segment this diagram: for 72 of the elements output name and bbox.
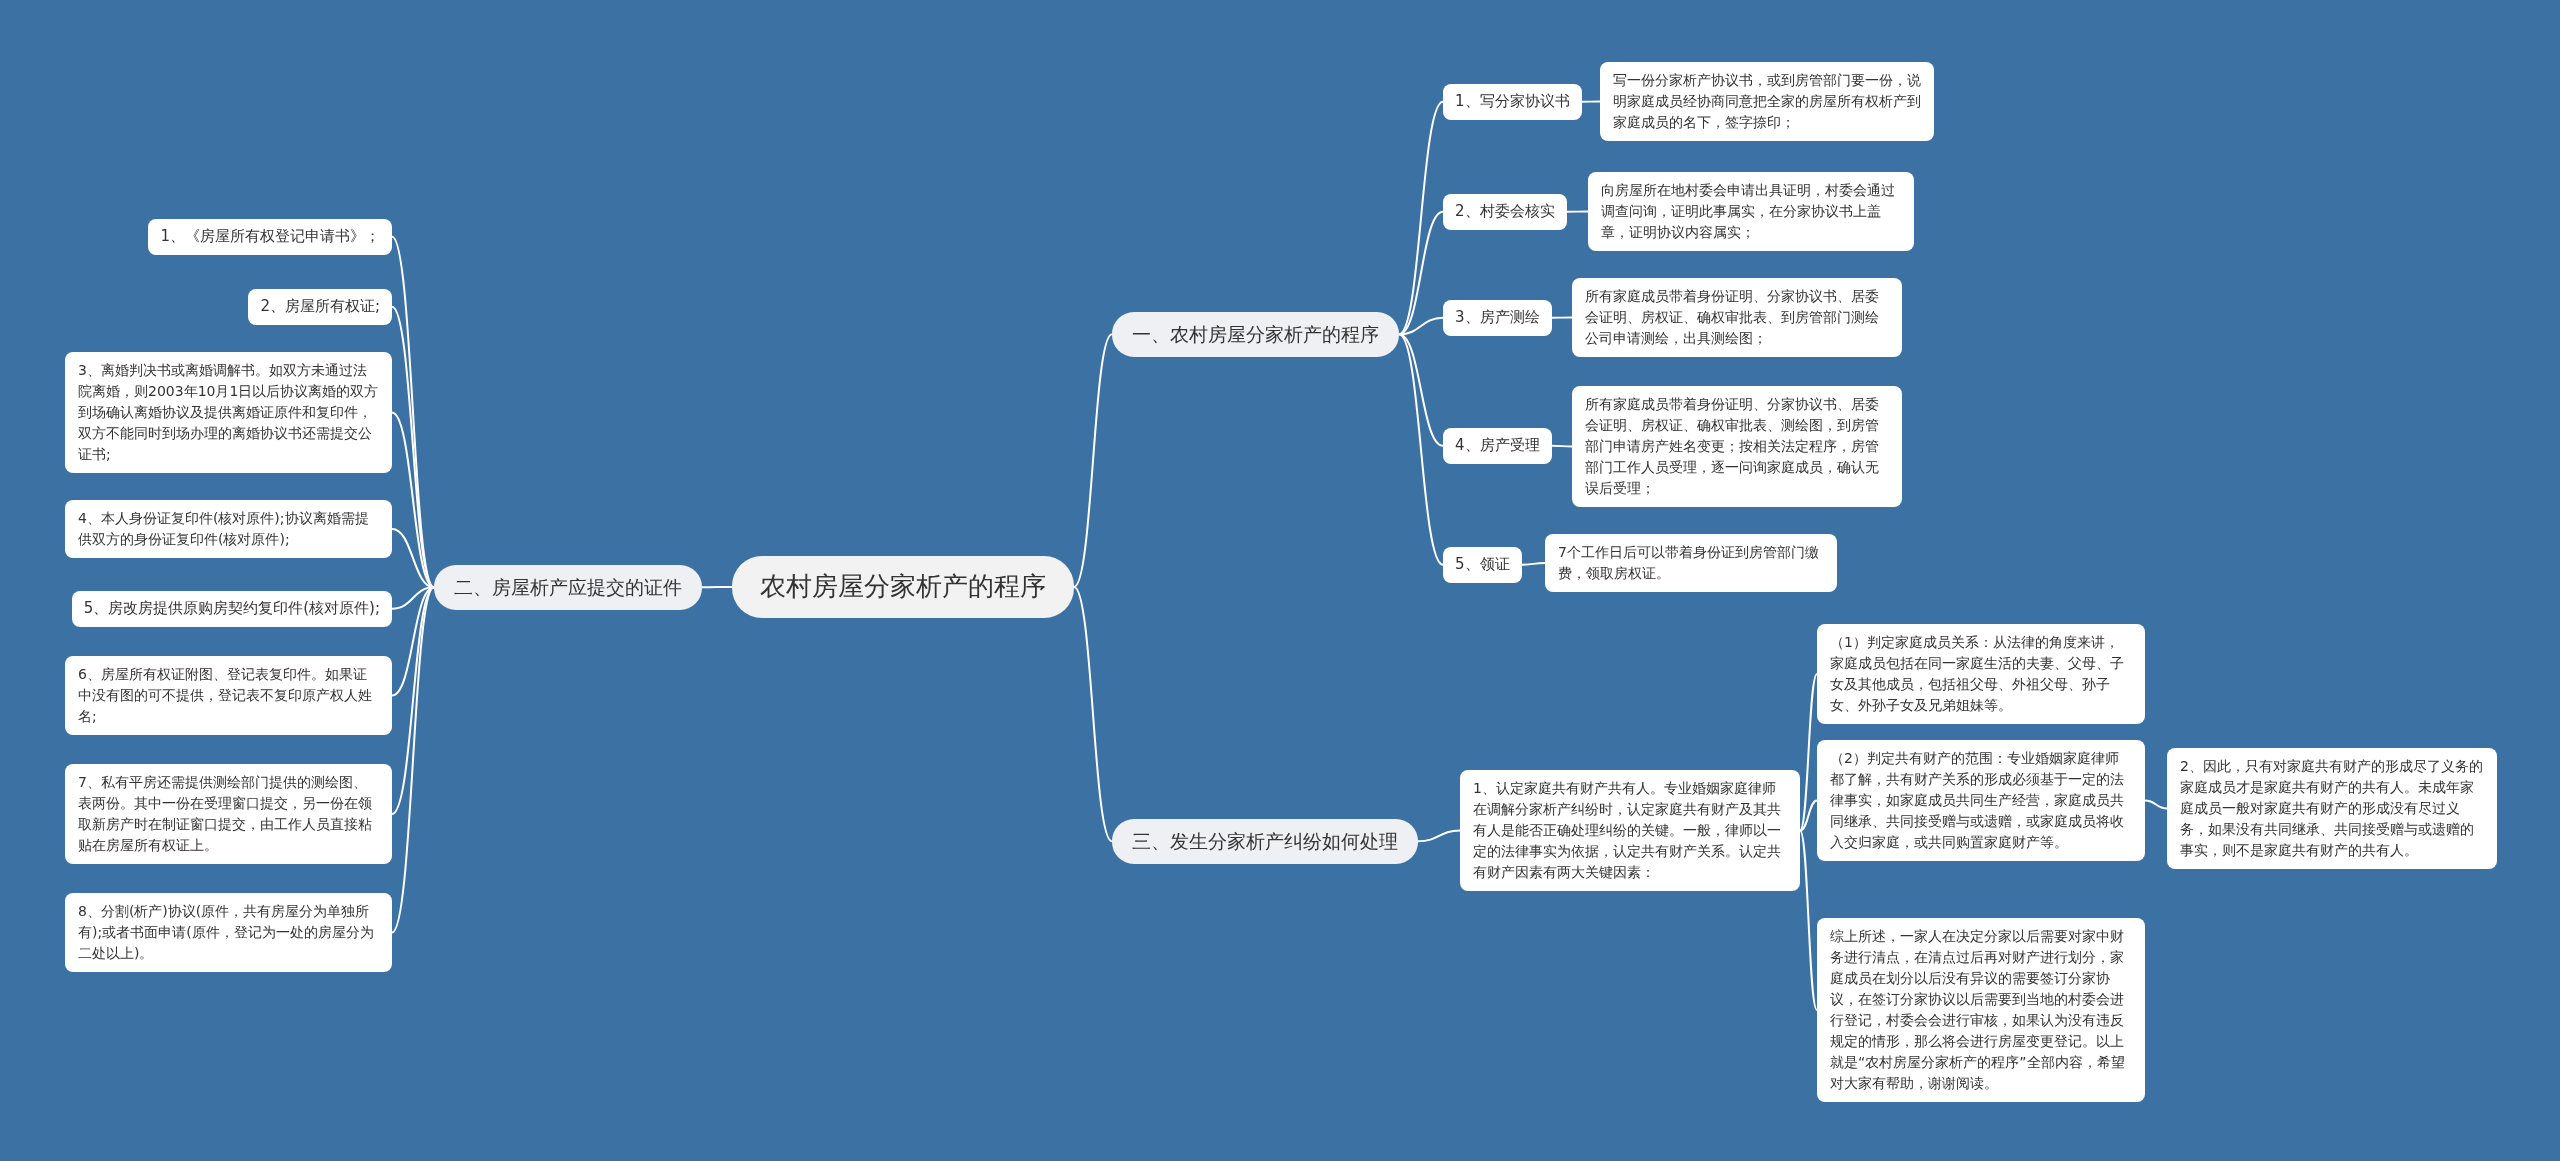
connector-line: [1398, 333, 1444, 566]
branch-topic: [434, 565, 702, 610]
node-text: 三、发生分家析产纠纷如何处理: [1132, 829, 1398, 854]
topic-box: [1443, 547, 1522, 583]
text-card: [65, 352, 392, 473]
node-text: 5、房改房提供原购房契约复印件(核对原件);: [83, 599, 380, 619]
connector-line: [391, 411, 435, 589]
connector-line: [1550, 316, 1573, 319]
text-card: [1817, 624, 2145, 724]
connector-line: [701, 585, 733, 589]
node-text: 所有家庭成员带着身份证明、分家协议书、居委会证明、房权证、确权审批表、测绘图，到房管部门申请房产姓名变更；按相关法定程序，房管部门工作人员受理，逐一问询家庭成员，确认无误后受理；: [1585, 395, 1880, 498]
connector-line: [1799, 799, 1818, 832]
text-card: [1817, 740, 2145, 861]
node-text: 1、《房屋所有权登记申请书》；: [160, 227, 380, 247]
text-card: [1817, 918, 2145, 1102]
node-text: 综上所述，一家人在决定分家以后需要对家中财务进行清点，在清点过后再对财产进行划分，家庭成员在划分以后没有异议的需要签订分家协议，在签订分家协议以后需要到当地的村委会进行登记，村委会会进行审核，如果认为没有违反规定的情形，那么将会进行房屋变更登记。以上就是“农村房屋分家析产的程序”全部内容，希望对大家有帮助，谢谢阅读。: [1830, 927, 2126, 1093]
text-card: [65, 500, 392, 558]
topic-box: [1443, 84, 1582, 120]
node-text: 二、房屋析产应提交的证件: [454, 575, 682, 600]
connector-line: [1073, 333, 1113, 588]
node-text: 一、农村房屋分家析产的程序: [1132, 322, 1379, 347]
node-text: 1、写分家协议书: [1455, 92, 1570, 112]
text-card: [65, 893, 392, 972]
node-text: 所有家庭成员带着身份证明、分家协议书、居委会证明、房权证、确权审批表、到房管部门测绘公司申请测绘，出具测绘图；: [1585, 287, 1880, 348]
text-card: [1588, 172, 1914, 251]
connector-line: [1799, 829, 1818, 1011]
connector-line: [2144, 799, 2168, 810]
topic-box: [1443, 428, 1552, 464]
text-card: [1545, 534, 1837, 592]
node-text: 5、领证: [1455, 555, 1510, 575]
node-text: 2、房屋所有权证;: [260, 297, 380, 317]
connector-line: [391, 586, 435, 934]
node-text: 7个工作日后可以带着身份证到房管部门缴费，领取房权证。: [1558, 543, 1820, 583]
node-text: 向房屋所在地村委会申请出具证明，村委会通过调查问询，证明此事属实，在分家协议书上盖章，证明协议内容属实；: [1601, 181, 1896, 242]
connector-line: [1417, 829, 1461, 843]
node-text: 4、房产受理: [1455, 436, 1540, 456]
connector-line: [1073, 585, 1113, 843]
node-text: 2、村委会核实: [1455, 202, 1555, 222]
branch-topic: [1112, 819, 1418, 864]
node-text: 2、因此，只有对家庭共有财产的形成尽了义务的家庭成员才是家庭共有财产的共有人。未成年家庭成员一般对家庭共有财产的形成没有尽过义务，如果没有共同继承、共同接受赠与或遗赠的事实，则不是家庭共有财产的共有人。: [2180, 757, 2484, 860]
topic-box: [1443, 300, 1552, 336]
topic-box: [248, 289, 392, 325]
topic-box: [71, 591, 392, 627]
node-text: 4、本人身份证复印件(核对原件);协议离婚需提供双方的身份证复印件(核对原件);: [78, 509, 370, 549]
text-card: [2167, 748, 2497, 869]
node-text: 写一份分家析产协议书，或到房管部门要一份，说明家庭成员经协商同意把全家的房屋所有权析产到家庭成员的名下，签字捺印；: [1613, 71, 1921, 132]
node-text: 7、私有平房还需提供测绘部门提供的测绘图、表两份。其中一份在受理窗口提交，另一份在领取新房产时在制证窗口提交，由工作人员直接粘贴在房屋所有权证上。: [78, 773, 373, 855]
text-card: [1600, 62, 1934, 141]
connector-line: [391, 586, 435, 815]
node-text: 6、房屋所有权证附图、登记表复印件。如果证中没有图的可不提供，登记表不复印原产权人姓名;: [78, 665, 373, 726]
text-card: [1460, 770, 1800, 891]
text-card: [65, 764, 392, 864]
connector-line: [1398, 100, 1444, 336]
connector-line: [1550, 444, 1573, 448]
node-text: （1）判定家庭成员关系：从法律的角度来讲，家庭成员包括在同一家庭生活的夫妻、父母、子女及其他成员，包括祖父母、外祖父母、孙子女、外孙子女及兄弟姐妹等。: [1830, 633, 2125, 715]
node-text: 3、房产测绘: [1455, 308, 1540, 328]
connector-line: [1565, 210, 1589, 213]
node-text: 农村房屋分家析产的程序: [760, 570, 1046, 603]
node-text: 3、离婚判决书或离婚调解书。如双方未通过法院离婚，则2003年10月1日以后协议离婚的双方到场确认离婚协议及提供离婚证原件和复印件，双方不能同时到场办理的离婚协议书还需提交公证书;: [78, 361, 379, 464]
node-text: （2）判定共有财产的范围：专业婚姻家庭律师都了解，共有财产关系的形成必须基于一定的法律事实，如家庭成员共同生产经营，家庭成员共同继承、共同接受赠与或遗赠，或家庭成员将收入交归家庭，或共同购置家庭财产等。: [1830, 749, 2125, 852]
text-card: [65, 656, 392, 735]
central-topic: [732, 556, 1074, 618]
branch-topic: [1112, 312, 1399, 357]
topic-box: [148, 219, 392, 255]
connector-line: [1520, 562, 1546, 566]
topic-box: [1443, 194, 1567, 230]
connector-line: [1799, 673, 1818, 832]
node-text: 8、分割(析产)协议(原件，共有房屋分为单独所有);或者书面申请(原件，登记为一处的房屋分为二处以上)。: [78, 902, 375, 963]
connector-line: [1580, 100, 1601, 103]
node-text: 1、认定家庭共有财产共有人。专业婚姻家庭律师在调解分家析产纠纷时，认定家庭共有财产及其共有人是能否正确处理纠纷的关键。一般，律师以一定的法律事实为依据，认定共有财产关系。认定共有财产因素有两大关键因素：: [1473, 779, 1782, 882]
text-card: [1572, 278, 1902, 357]
text-card: [1572, 386, 1902, 507]
